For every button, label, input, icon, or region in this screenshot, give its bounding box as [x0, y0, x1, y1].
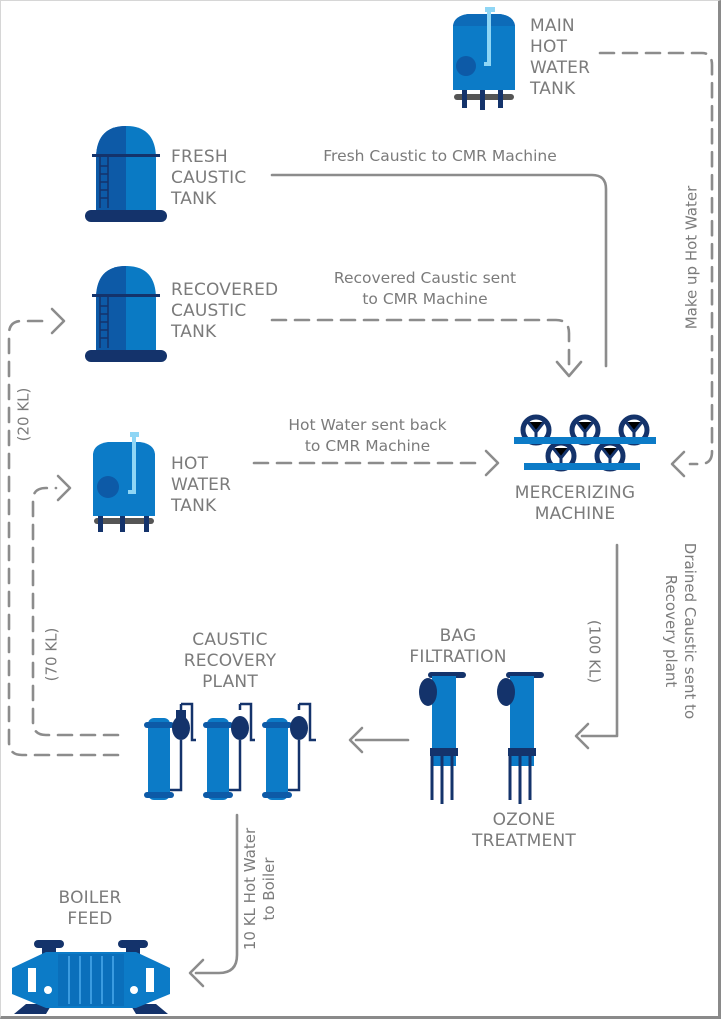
hot-water-back-arrowhead — [484, 449, 500, 477]
label-line: MACHINE — [534, 504, 616, 524]
drained-volume-label: (100 KL) — [585, 619, 604, 684]
label-line: TANK — [171, 496, 217, 516]
column-3 — [262, 702, 316, 800]
main-hot-water-tank-label: MAIN HOT WATER TANK — [530, 16, 590, 100]
label-line: BAG — [439, 626, 477, 646]
label-line: FILTRATION — [409, 647, 507, 667]
label-line: to CMR Machine — [304, 437, 431, 455]
label-line: WATER — [530, 58, 591, 78]
plant-to-hotwater-arrowhead — [56, 474, 72, 502]
label-line: OZONE — [492, 810, 556, 830]
recovered-caustic-tank-icon — [85, 266, 167, 362]
label-line: to CMR Machine — [362, 290, 488, 308]
label-line: BOILER — [58, 888, 122, 908]
column-2 — [203, 702, 255, 800]
plant-to-recovered-line — [7, 319, 120, 757]
hot-water-tank-label: HOT WATER TANK — [171, 454, 231, 517]
label-line: RECOVERY — [183, 651, 277, 671]
bag-filtration-label: BAG FILTRATION — [388, 626, 528, 668]
ozone-treatment-icon — [497, 672, 544, 804]
ozone-treatment-label: OZONE TREATMENT — [454, 810, 594, 852]
label-line: CAUSTIC — [171, 168, 247, 188]
plant-to-boiler-line — [194, 813, 239, 975]
label-line: TANK — [171, 322, 217, 342]
plant-to-boiler-arrowhead — [188, 958, 205, 988]
label-line: FRESH — [171, 147, 228, 167]
make-up-hot-water-label: Make up Hot Water — [682, 185, 701, 330]
label-line: CAUSTIC — [192, 630, 268, 650]
label-line: FEED — [67, 909, 113, 929]
label-line: Hot Water sent back — [288, 416, 447, 434]
fresh-caustic-flow-label: Fresh Caustic to CMR Machine — [323, 147, 557, 165]
fresh-caustic-tank-label: FRESH CAUSTIC TANK — [171, 147, 246, 210]
label-line: 10 KL Hot Water — [241, 827, 259, 951]
hot-water-volume-label: (70 KL) — [42, 627, 61, 682]
recovered-caustic-tank-label: RECOVERED CAUSTIC TANK — [171, 280, 278, 343]
boiler-feed-icon — [12, 940, 170, 1014]
filtration-to-plant-arrowhead — [348, 726, 364, 754]
label-line: RECOVERED — [171, 280, 279, 300]
mercerizing-machine-label: MERCERIZING MACHINE — [500, 483, 650, 525]
label-line: PLANT — [202, 672, 258, 692]
make-up-hot-water-line — [598, 51, 714, 466]
fresh-caustic-line — [270, 173, 608, 368]
fresh-caustic-tank-icon — [85, 126, 167, 222]
plant-to-hotwater-line — [31, 486, 120, 737]
boiler-feed-label: BOILER FEED — [30, 888, 150, 930]
recovered-volume-label: (20 KL) — [14, 387, 33, 442]
bag-filtration-icon — [419, 672, 466, 804]
label-line: TANK — [171, 189, 217, 209]
label-line: to Boiler — [260, 857, 278, 921]
label-line: HOT — [171, 454, 209, 474]
label-line: MAIN — [530, 16, 575, 36]
recovered-caustic-flow-label: Recovered Caustic sent to CMR Machine — [300, 268, 550, 310]
make-up-hot-water-arrowhead — [670, 450, 686, 478]
label-line: Recovery plant — [662, 574, 680, 688]
boiler-water-flow-label: 10 KL Hot Water to Boiler — [241, 809, 279, 969]
plant-to-recovered-arrowhead — [50, 307, 66, 335]
caustic-recovery-plant-icon — [144, 702, 316, 800]
label-line: TANK — [530, 79, 576, 99]
caustic-recovery-plant-label: CAUSTIC RECOVERY PLANT — [160, 630, 300, 693]
mercerizing-machine-icon — [514, 414, 656, 472]
recovered-caustic-line — [270, 318, 571, 374]
hot-water-tank-icon — [93, 432, 155, 532]
label-line: WATER — [171, 475, 232, 495]
label-line: Recovered Caustic sent — [333, 269, 517, 287]
hot-water-back-flow-label: Hot Water sent back to CMR Machine — [255, 415, 480, 457]
drained-caustic-line — [580, 543, 619, 738]
label-line: TREATMENT — [472, 831, 576, 851]
recovered-caustic-arrowhead — [555, 360, 583, 378]
drained-caustic-arrowhead — [574, 722, 590, 750]
label-line: MERCERIZING — [514, 483, 636, 503]
label-line: CAUSTIC — [171, 301, 247, 321]
column-1 — [144, 702, 196, 800]
label-line: HOT — [530, 37, 568, 57]
drained-caustic-flow-label: Drained Caustic sent to Recovery plant — [661, 531, 699, 731]
label-line: Drained Caustic sent to — [681, 542, 699, 720]
main-hot-water-tank-icon — [453, 7, 515, 110]
